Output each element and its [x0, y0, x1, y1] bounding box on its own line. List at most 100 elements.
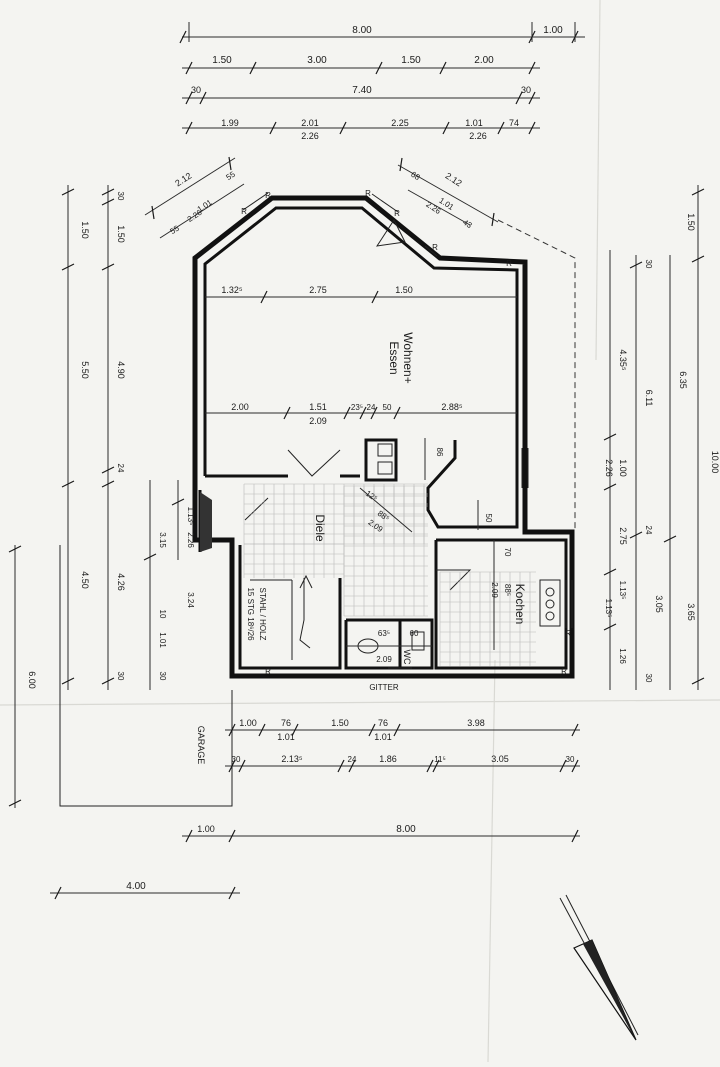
dim-living-row2-3: 2.09	[309, 416, 327, 426]
dim-bottom-row1-3: 1.01	[277, 732, 295, 742]
dim-top-total: 8.00	[352, 25, 372, 36]
dim-right-inner-7: 2.75	[618, 527, 628, 545]
dim-top-row-4: 2.00	[474, 55, 494, 66]
wall-mark-r: R	[265, 191, 271, 200]
wall-mark-r: R	[565, 629, 571, 638]
dim-left-inner-6: 1.01	[158, 632, 167, 648]
room-label-wohnen: Wohnen+	[401, 332, 415, 384]
dim-living-row1-2: 2.75	[309, 285, 327, 295]
dim-living-row1-1: 1.32⁵	[221, 285, 243, 295]
dim-living-row2-1: 2.00	[231, 402, 249, 412]
dim-left-outer-3: 4.50	[80, 571, 90, 589]
dim-left-inner-3: 3.15	[158, 532, 167, 548]
stair-steps: 15 STG 18⁶/26	[246, 587, 255, 641]
dim-living-row2-7: 2.88⁵	[441, 402, 463, 412]
wall-mark-r: R	[265, 667, 271, 676]
dim-left-inner-2: 2.26	[186, 532, 195, 548]
dim-top-wall-right: 30	[521, 85, 531, 95]
left-dimensions: 1.50 5.50 4.50 30 1.50 4.90 24 4.26 1.13…	[8, 185, 233, 808]
dim-living-row2-6: 50	[383, 403, 392, 412]
dim-bottom-row2-6: 3.05	[491, 754, 509, 764]
wall-mark-r: R	[432, 243, 438, 252]
wall-mark-r: R	[394, 209, 400, 218]
dim-top-third-b-1: 2.26	[301, 131, 319, 141]
room-labels: Wohnen+ Essen Diele Kochen GARAGE WC STA…	[196, 332, 527, 764]
dim-left-inner-4: 3.24	[186, 592, 195, 608]
dim-left-inner-5: 10	[158, 610, 167, 619]
dim-right-inner-11: 30	[644, 674, 653, 683]
dim-left-mid-2: 1.50	[116, 225, 126, 243]
dim-wc-2: 60	[410, 629, 419, 638]
dim-top-third-b-2: 2.26	[469, 131, 487, 141]
dim-bottom-row2-3: 24	[348, 755, 357, 764]
dim-bay-right-5: 43	[461, 218, 474, 231]
room-label-diele: Diele	[313, 514, 327, 542]
dim-right-inner-9: 1.13⁵	[604, 599, 613, 618]
dim-bottom-row1-1: 1.00	[239, 718, 257, 728]
dim-top-row-3: 1.50	[401, 55, 421, 66]
dim-bottom-row2-7: 30	[566, 755, 575, 764]
dim-top-row-2: 3.00	[307, 55, 327, 66]
dim-right-outer-2: 10.00	[710, 451, 720, 474]
dim-left-mid-1: 30	[116, 192, 125, 201]
dim-diele-2: 88⁵	[376, 509, 391, 523]
room-label-essen: Essen	[387, 341, 401, 374]
dim-right-inner-5: 2.26	[604, 459, 614, 477]
dim-kitchen-3: 2.09	[490, 582, 499, 598]
dim-bay-right-1: 2.12	[444, 171, 464, 189]
dim-right-outer-3: 3.65	[686, 603, 696, 621]
gitter-label: GITTER	[369, 683, 399, 692]
dim-left-inner-1: 1.13⁵	[186, 507, 195, 526]
top-dimensions: 8.00 1.00 1.50 3.00 1.50 2.00 30 7.40 30…	[179, 22, 585, 141]
wall-mark-r: R	[365, 189, 371, 198]
dim-chimney: 86	[435, 448, 444, 457]
dim-top-row-1: 1.50	[212, 55, 232, 66]
dim-top-third-2: 2.01	[301, 118, 319, 128]
dim-left-far: 6.00	[27, 671, 37, 689]
dim-bottom-row2-4: 1.86	[379, 754, 397, 764]
dim-top-wall-left: 30	[191, 85, 201, 95]
dim-living-row2-5: 24	[367, 403, 376, 412]
tiled-floor	[243, 483, 536, 666]
dim-left-inner-7: 30	[116, 672, 125, 681]
dim-left-inner-8: 30	[158, 672, 167, 681]
dim-bottom-row1-7: 3.98	[467, 718, 485, 728]
right-dimensions: 1.50 10.00 3.65 6.35 3.05 30 4.35⁵ 6.11 …	[603, 185, 720, 690]
room-label-wc: WC	[402, 650, 412, 665]
room-label-kochen: Kochen	[513, 584, 527, 625]
wall-markers: R R R R R R R R R	[241, 189, 571, 676]
dim-bottom-row2-5: 11⁵	[434, 755, 446, 764]
dim-bottom-row3-2: 8.00	[396, 824, 416, 835]
dim-living-row1-3: 1.50	[395, 285, 413, 295]
dim-left-mid-3: 4.90	[116, 361, 126, 379]
dim-wc-3: 2.09	[376, 655, 392, 664]
dim-bay-left-2: 55	[224, 169, 237, 182]
wall-mark-r: R	[241, 207, 247, 216]
dim-living-row2-4: 23⁵	[351, 403, 363, 412]
dim-top-third-1: 1.99	[221, 118, 239, 128]
dim-bottom-row1-4: 1.50	[331, 718, 349, 728]
dim-left-mid-5: 4.26	[116, 573, 126, 591]
north-arrow-icon	[559, 894, 639, 1041]
dim-left-outer-1: 1.50	[80, 221, 90, 239]
dim-top-third-5: 74	[509, 118, 519, 128]
dim-right-mid-1: 6.35	[678, 371, 688, 389]
dim-living-row2-2: 1.51	[309, 402, 327, 412]
dim-right-inner-3: 6.11	[644, 390, 654, 407]
dim-top-right: 1.00	[543, 25, 563, 36]
wall-mark-r: R	[561, 667, 567, 676]
building-walls	[192, 192, 576, 679]
dim-bottom-row2-1: 30	[232, 755, 241, 764]
dim-right-inner-1: 30	[644, 260, 653, 269]
dim-diele-1: 12⁵	[364, 489, 379, 503]
dim-right-outer-1: 1.50	[686, 213, 696, 231]
dim-top-third-4: 1.01	[465, 118, 483, 128]
dim-bottom-row1-5: 76	[378, 718, 388, 728]
dim-bottom-row3-1: 1.00	[197, 824, 215, 834]
dim-right-inner-6: 24	[644, 526, 653, 535]
dim-right-inner-8: 1.13⁵	[618, 581, 627, 600]
dim-wc-1: 63⁵	[378, 629, 390, 638]
